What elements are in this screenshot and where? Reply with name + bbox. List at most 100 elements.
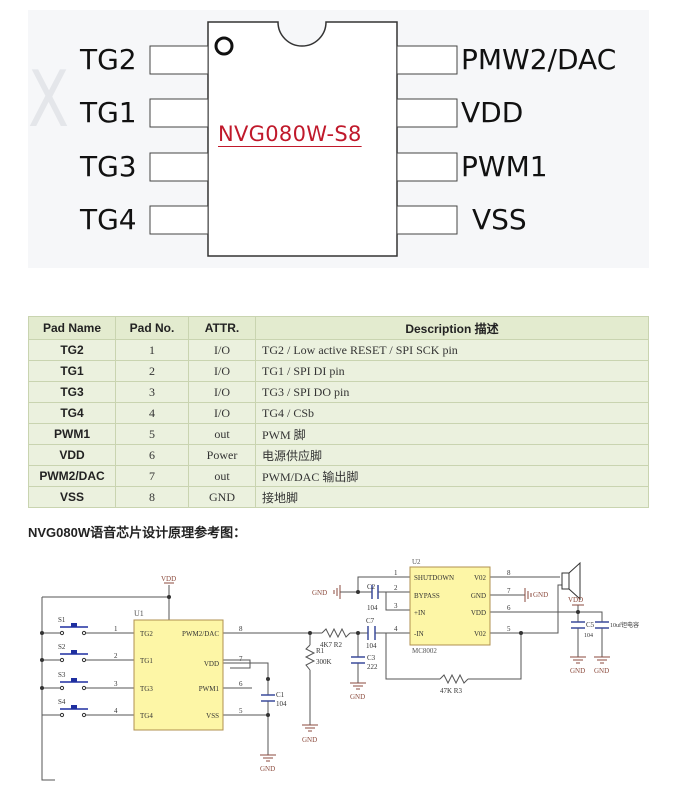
u1-pin-name: TG3 — [140, 685, 153, 693]
speaker-icon — [561, 561, 581, 601]
switch-contact — [81, 685, 87, 691]
cap-ref: C7 — [366, 617, 375, 625]
pad-no-cell: 6 — [115, 444, 189, 466]
switch-s2: S2 — [58, 643, 88, 663]
pin-label-right-2: VDD — [461, 96, 524, 129]
u2-pin-name: -IN — [414, 630, 424, 638]
u1-pin-num: 8 — [239, 625, 243, 633]
pad-name-cell: TG2 — [28, 339, 116, 361]
attr-cell: GND — [188, 486, 256, 508]
switch-label: S4 — [58, 698, 66, 706]
switch-label: S2 — [58, 643, 66, 651]
gnd-symbol: GND — [570, 656, 586, 675]
u2-body — [409, 566, 491, 646]
resistor-label: 4K7 R2 — [320, 641, 342, 649]
u1-body — [133, 619, 224, 731]
cap-ref: C1 — [276, 691, 285, 699]
attr-cell: out — [188, 423, 256, 445]
u1-pin-num: 1 — [114, 625, 118, 633]
pad-no-cell: 5 — [115, 423, 189, 445]
pad-no-cell: 3 — [115, 381, 189, 403]
switch-button — [71, 678, 77, 682]
description-cell: TG2 / Low active RESET / SPI SCK pin — [255, 339, 649, 361]
wire — [223, 714, 269, 755]
wire — [468, 633, 522, 680]
junction — [40, 686, 44, 690]
gnd-label: GND — [312, 589, 327, 597]
pad-name-cell: PWM1 — [28, 423, 116, 445]
pad-name-cell: TG1 — [28, 360, 116, 382]
gnd-symbol: GND — [302, 724, 318, 744]
resistor-ref: R1 — [316, 647, 325, 655]
u1-pin-num: 3 — [114, 680, 118, 688]
description-cell: TG3 / SPI DO pin — [255, 381, 649, 403]
capacitor-c7: C7 104 — [366, 617, 377, 650]
cap-ref: C5 — [586, 621, 595, 629]
resistor-zigzag — [321, 627, 351, 639]
pad-name-cell: VSS — [28, 486, 116, 508]
chip-name: NVG080W-S8 — [218, 122, 362, 146]
description-cell: PWM/DAC 输出脚 — [255, 465, 649, 487]
switch-contact — [59, 657, 65, 663]
capacitor-c1: C1 104 — [261, 691, 287, 708]
junction — [266, 713, 270, 717]
switch-contact — [81, 630, 87, 636]
junction — [40, 658, 44, 662]
u2-pin-num: 7 — [507, 587, 511, 595]
cap-ref: C3 — [367, 654, 376, 662]
u2-pin-name: GND — [471, 592, 486, 600]
resistor-label: 47K R3 — [440, 687, 462, 695]
pin-pad-left-1 — [149, 45, 209, 75]
gnd-label: GND — [533, 591, 548, 599]
u2-pin-name: VDD — [471, 609, 486, 617]
pin-pad-left-3 — [149, 152, 209, 182]
pin-label-left-4: TG4 — [80, 203, 137, 236]
header-description: Description 描述 — [255, 316, 649, 340]
u1-pin-num: 2 — [114, 652, 118, 660]
gnd-symbol: GND — [260, 754, 276, 773]
junction — [356, 631, 360, 635]
vdd-label: VDD — [568, 596, 583, 604]
vdd-label: VDD — [161, 575, 176, 583]
pin-pad-right-1 — [396, 45, 458, 75]
u2-part: MC8002 — [412, 647, 437, 655]
u2-pin-num: 2 — [394, 584, 398, 592]
cap-value: 104 — [584, 633, 593, 639]
gnd-label: GND — [350, 693, 365, 701]
u2-ref: U2 — [412, 558, 421, 566]
u2-pin-num: 8 — [507, 569, 511, 577]
schematic-diagram: U1 TG2 TG1 TG3 TG4 PWM2/DAC VDD PWM1 VSS… — [40, 558, 639, 781]
cap-value: 104 — [367, 604, 378, 612]
pad-no-cell: 1 — [115, 339, 189, 361]
u2-pin-name: SHUTDOWN — [414, 574, 454, 582]
pad-name-cell: TG3 — [28, 381, 116, 403]
pad-name-cell: PWM2/DAC — [28, 465, 116, 487]
wire — [490, 611, 603, 622]
u1-pin-num: 4 — [114, 707, 118, 715]
u1-pin-name: PWM2/DAC — [182, 630, 219, 638]
pin-label-right-3: PWM1 — [461, 150, 548, 183]
pin-pad-right-4 — [396, 205, 458, 235]
attr-cell: I/O — [188, 360, 256, 382]
cap-value: 104 — [276, 700, 287, 708]
gnd-symbol: GND — [594, 656, 610, 675]
resistor-zigzag — [439, 673, 469, 685]
capacitor-c5: C5 104 — [571, 621, 595, 639]
capacitor-c2: C2 104 — [367, 583, 379, 612]
gnd-symbol-c2: GND — [312, 585, 341, 599]
switch-button — [71, 705, 77, 709]
watermark: X — [28, 54, 70, 146]
u1-pin-num: 6 — [239, 680, 243, 688]
gnd-label: GND — [260, 765, 275, 773]
pin-label-right-1: PMW2/DAC — [461, 43, 617, 76]
pin-label-right-4: VSS — [472, 203, 527, 236]
chip-body — [207, 21, 398, 257]
switch-contact — [81, 712, 87, 718]
attr-cell: I/O — [188, 381, 256, 403]
capacitor-c3: C3 222 — [351, 654, 378, 671]
u2-pin-num: 5 — [507, 625, 511, 633]
header-attr: ATTR. — [188, 316, 256, 340]
wire — [385, 592, 410, 611]
